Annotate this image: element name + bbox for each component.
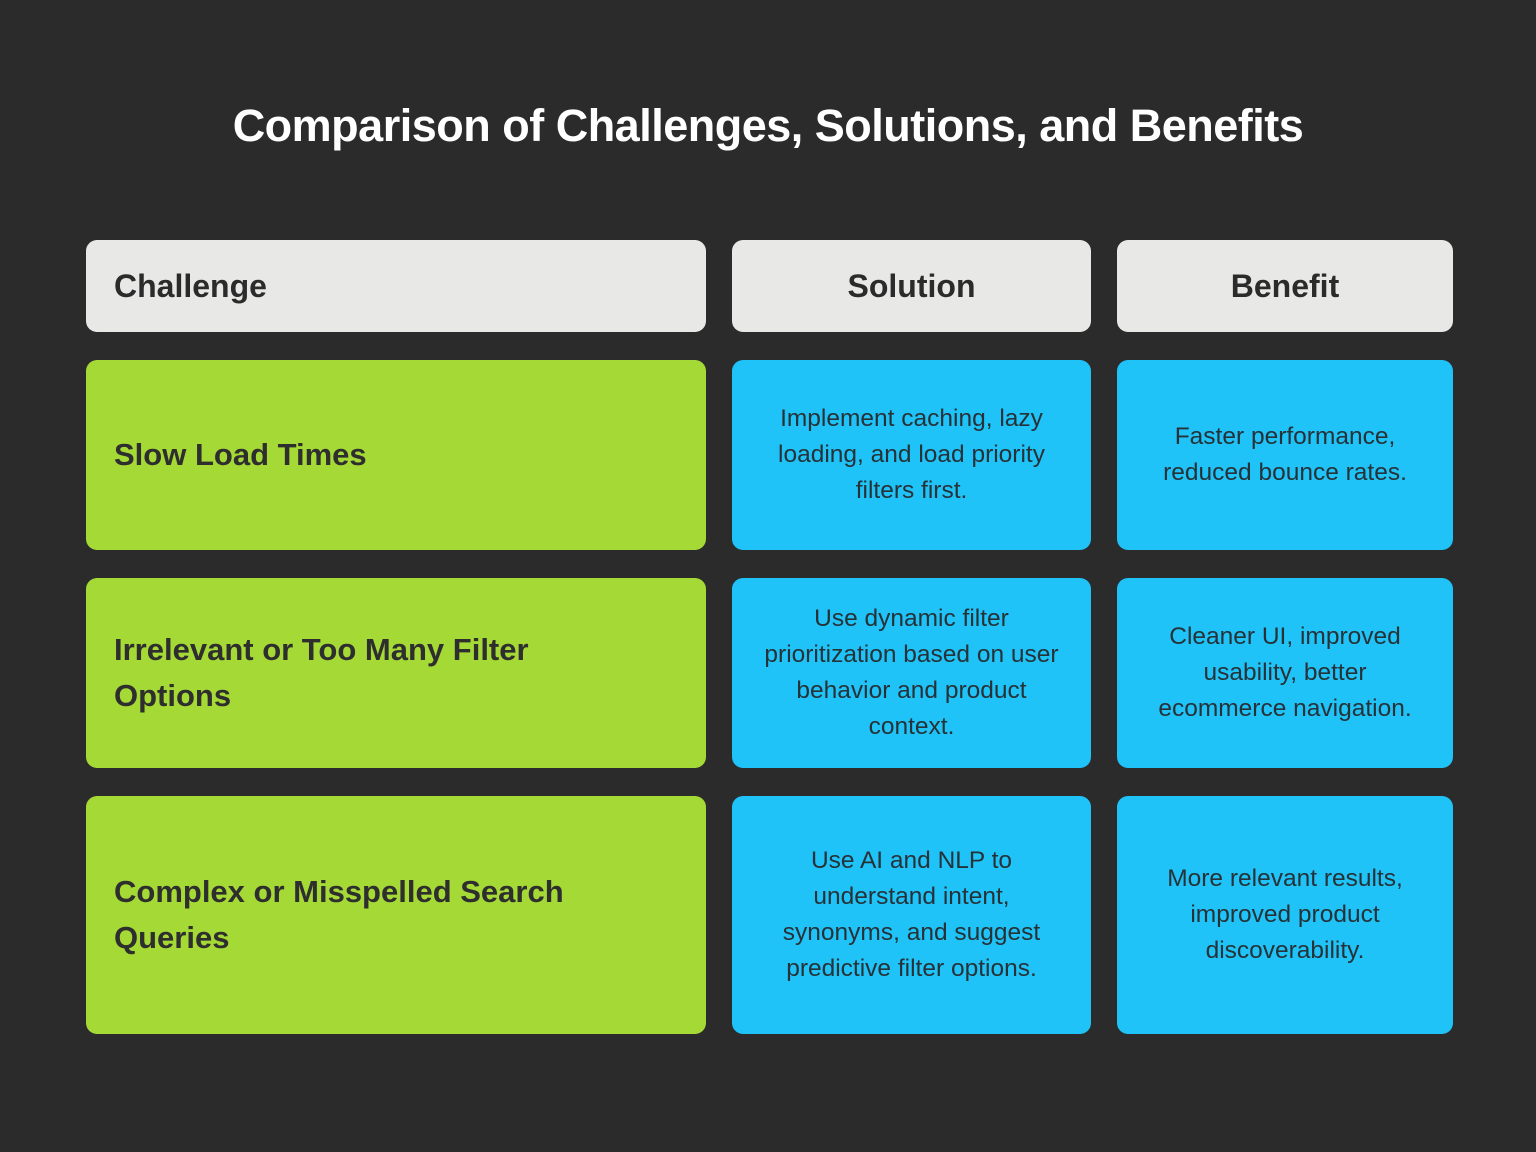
column-header-solution: Solution (732, 240, 1091, 332)
table-row-1-solution: Implement caching, lazy loading, and loa… (732, 360, 1091, 550)
table-row-1-benefit: Faster performance, reduced bounce rates… (1117, 360, 1453, 550)
table-row-3-solution: Use AI and NLP to understand intent, syn… (732, 796, 1091, 1034)
table-row-2-solution: Use dynamic filter prioritization based … (732, 578, 1091, 768)
page-title: Comparison of Challenges, Solutions, and… (232, 100, 1304, 151)
table-row-2-benefit: Cleaner UI, improved usability, better e… (1117, 578, 1453, 768)
column-header-benefit: Benefit (1117, 240, 1453, 332)
column-header-challenge: Challenge (86, 240, 706, 332)
table-row-2-challenge: Irrelevant or Too Many Filter Options (86, 578, 706, 768)
table-row-1-challenge: Slow Load Times (86, 360, 706, 550)
table-row-3-challenge: Complex or Misspelled Search Queries (86, 796, 706, 1034)
table-row-3-benefit: More relevant results, improved product … (1117, 796, 1453, 1034)
comparison-table: Challenge Solution Benefit Slow Load Tim… (86, 240, 1453, 1034)
